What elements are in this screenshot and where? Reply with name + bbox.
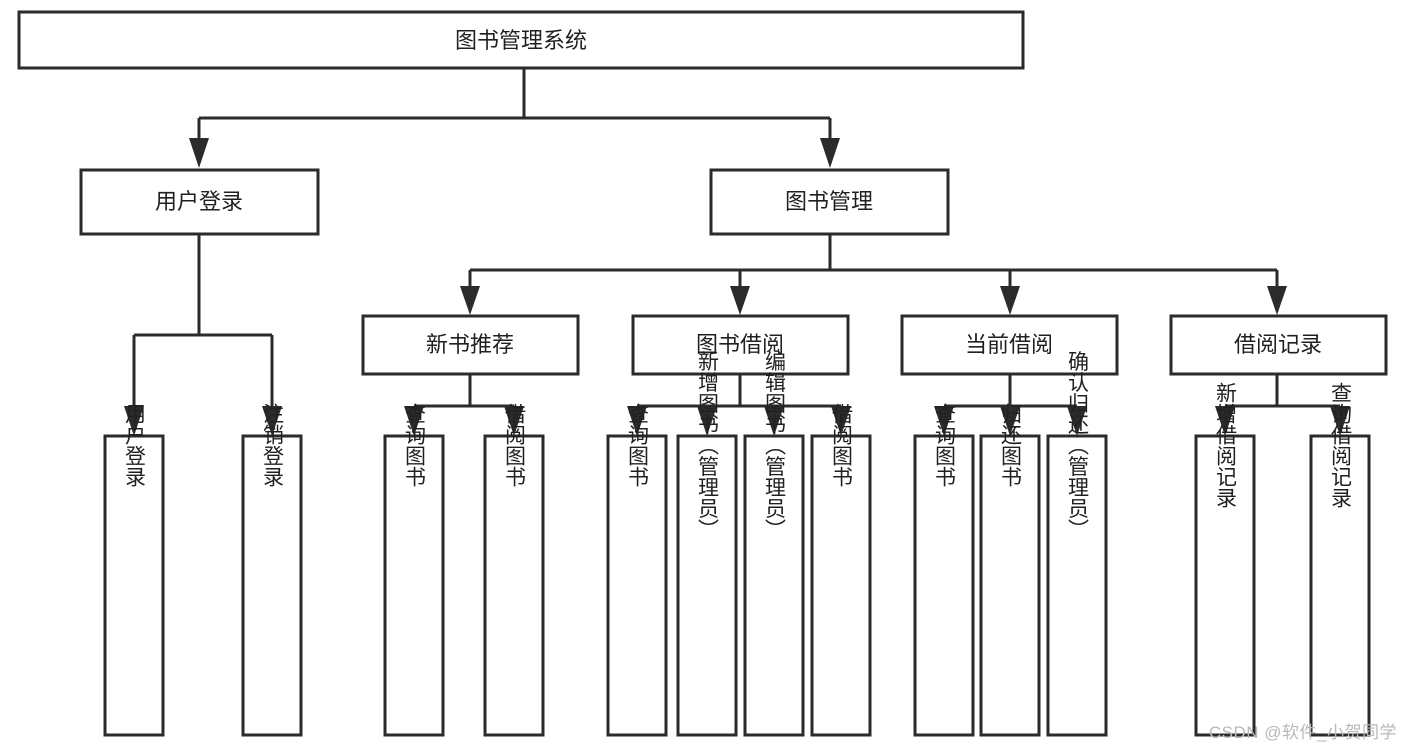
node-leaf-borrow-book-1-box[interactable] — [483, 434, 545, 737]
node-leaf-add-book-box[interactable] — [676, 434, 738, 737]
node-leaf-borrow-book-2[interactable]: 借阅图书 — [810, 403, 872, 737]
node-leaf-query-book-2-box[interactable] — [606, 434, 668, 737]
arrow-head-leaf-query-book-3 — [934, 406, 954, 436]
csdn-watermark: CSDN @软件_小贺同学 — [1208, 723, 1397, 742]
node-leaf-borrow-book-2-label: 借阅图书 — [830, 403, 854, 487]
node-root-box[interactable] — [17, 10, 1025, 70]
node-leaf-query-book-2[interactable]: 查询图书 — [606, 403, 668, 737]
arrow-head-leaf-add-record — [1215, 406, 1235, 436]
node-leaf-user-login-box[interactable] — [103, 434, 165, 737]
node-leaf-logout-login[interactable]: 注销登录 — [241, 403, 303, 737]
arrow-head-book-manage — [820, 138, 840, 168]
node-book-borrow[interactable]: 图书借阅 — [631, 314, 850, 376]
node-leaf-query-book-1[interactable]: 查询图书 — [383, 403, 445, 737]
node-leaf-add-book[interactable]: 新增图书（管理员） — [676, 351, 738, 737]
node-leaf-user-login[interactable]: 用户登录 — [103, 403, 165, 737]
node-leaf-query-book-2-label: 查询图书 — [626, 403, 650, 487]
node-leaf-confirm-return[interactable]: 确认归还（管理员） — [1046, 351, 1108, 737]
node-book-manage[interactable]: 图书管理 — [709, 168, 950, 236]
node-borrow-record[interactable]: 借阅记录 — [1169, 314, 1388, 376]
connector-group-borrow-record — [1215, 375, 1350, 436]
node-current-borrow-label: 当前借阅 — [965, 332, 1053, 357]
node-user-login[interactable]: 用户登录 — [79, 168, 320, 236]
node-leaf-query-book-1-box[interactable] — [383, 434, 445, 737]
node-book-borrow-box[interactable] — [631, 314, 850, 376]
arrow-head-leaf-logout-login — [262, 406, 282, 436]
node-root-label: 图书管理系统 — [455, 28, 587, 53]
node-leaf-return-book[interactable]: 归还图书 — [979, 403, 1041, 737]
node-borrow-record-label: 借阅记录 — [1234, 332, 1322, 357]
connector-group-user-login — [124, 234, 282, 436]
connector-group-book-manage — [460, 233, 1287, 315]
node-leaf-return-book-label: 归还图书 — [999, 403, 1023, 487]
arrow-head-borrow-record — [1267, 286, 1287, 315]
node-leaf-confirm-return-box[interactable] — [1046, 434, 1108, 737]
arrow-head-leaf-borrow-book-2 — [831, 406, 851, 436]
node-leaf-borrow-book-1-label: 借阅图书 — [503, 403, 527, 487]
node-leaf-add-record-label: 新增借阅记录 — [1214, 382, 1238, 508]
node-leaf-query-record-label: 查询借阅记录 — [1329, 382, 1353, 508]
node-borrow-record-box[interactable] — [1169, 314, 1388, 376]
arrow-head-leaf-borrow-book-1 — [504, 406, 524, 436]
node-book-borrow-label: 图书借阅 — [696, 332, 784, 357]
node-leaf-borrow-book-1[interactable]: 借阅图书 — [483, 403, 545, 737]
node-leaf-add-record-box[interactable] — [1194, 434, 1256, 737]
node-leaf-edit-book-box[interactable] — [743, 434, 805, 737]
node-leaf-query-book-3-label: 查询图书 — [933, 403, 957, 487]
arrow-head-leaf-confirm-return — [1067, 406, 1087, 436]
arrow-head-leaf-query-record — [1330, 406, 1350, 436]
node-leaf-edit-book[interactable]: 编辑图书（管理员） — [743, 351, 805, 737]
arrow-head-user-login — [189, 138, 209, 168]
arrow-head-leaf-edit-book — [764, 406, 784, 436]
arrow-head-book-borrow — [730, 286, 750, 315]
arrow-head-leaf-query-book-1 — [404, 406, 424, 436]
arrow-head-leaf-query-book-2 — [627, 406, 647, 436]
connector-group-root — [189, 68, 840, 168]
arrow-head-leaf-add-book — [697, 406, 717, 436]
node-book-manage-box[interactable] — [709, 168, 950, 236]
node-leaf-logout-login-box[interactable] — [241, 434, 303, 737]
node-leaf-confirm-return-label: 确认归还（管理员） — [1066, 351, 1090, 540]
arrow-head-current-borrow — [1000, 286, 1020, 315]
node-leaf-borrow-book-2-box[interactable] — [810, 434, 872, 737]
node-user-login-box[interactable] — [79, 168, 320, 236]
node-root[interactable]: 图书管理系统 — [17, 10, 1025, 70]
node-leaf-query-record[interactable]: 查询借阅记录 — [1309, 382, 1371, 737]
arrow-head-leaf-user-login — [124, 406, 144, 436]
node-leaf-query-book-1-label: 查询图书 — [403, 403, 427, 487]
node-current-borrow[interactable]: 当前借阅 — [900, 314, 1119, 376]
node-current-borrow-box[interactable] — [900, 314, 1119, 376]
arrow-head-leaf-return-book — [1000, 406, 1020, 436]
node-leaf-logout-login-label: 注销登录 — [261, 403, 285, 487]
node-new-book-recommend-box[interactable] — [361, 314, 580, 376]
node-leaf-edit-book-label: 编辑图书（管理员） — [763, 351, 787, 540]
connector-group-new-book-recommend — [404, 375, 524, 436]
node-user-login-label: 用户登录 — [155, 189, 243, 214]
node-new-book-recommend[interactable]: 新书推荐 — [361, 314, 580, 376]
connector-group-current-borrow — [934, 375, 1087, 436]
node-leaf-return-book-box[interactable] — [979, 434, 1041, 737]
node-leaf-query-record-box[interactable] — [1309, 434, 1371, 737]
node-book-manage-label: 图书管理 — [785, 189, 873, 214]
arrow-head-new-book-recommend — [460, 286, 480, 315]
connector-group-book-borrow — [627, 375, 851, 436]
node-leaf-query-book-3-box[interactable] — [913, 434, 975, 737]
node-leaf-user-login-label: 用户登录 — [123, 403, 147, 487]
node-leaf-add-record[interactable]: 新增借阅记录 — [1194, 382, 1256, 737]
node-leaf-add-book-label: 新增图书（管理员） — [696, 351, 720, 540]
node-new-book-recommend-label: 新书推荐 — [426, 332, 514, 357]
node-leaf-query-book-3[interactable]: 查询图书 — [913, 403, 975, 737]
